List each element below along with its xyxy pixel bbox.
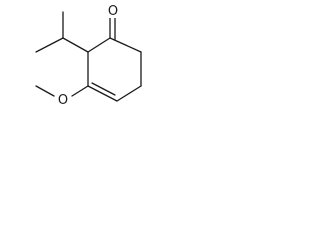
bond-c2-isopropyl bbox=[62, 37, 89, 53]
methoxy-oxygen-label: O bbox=[58, 93, 68, 108]
bond-c3-oxygen bbox=[71, 85, 89, 97]
carbonyl-oxygen-label: O bbox=[108, 4, 118, 19]
bond-c3-c4-double bbox=[91, 82, 116, 96]
bond-c3-c4 bbox=[87, 85, 118, 102]
chemical-structure: O O bbox=[35, 2, 142, 108]
bond-c4-c5 bbox=[116, 85, 142, 102]
carbonyl-oxygen-bg bbox=[106, 2, 120, 18]
methoxy-oxygen-bg bbox=[56, 91, 70, 107]
bond-oxygen-methyl bbox=[35, 85, 55, 97]
bond-c1-c2 bbox=[87, 37, 111, 53]
bond-isopropyl-methyl-left bbox=[35, 37, 64, 53]
